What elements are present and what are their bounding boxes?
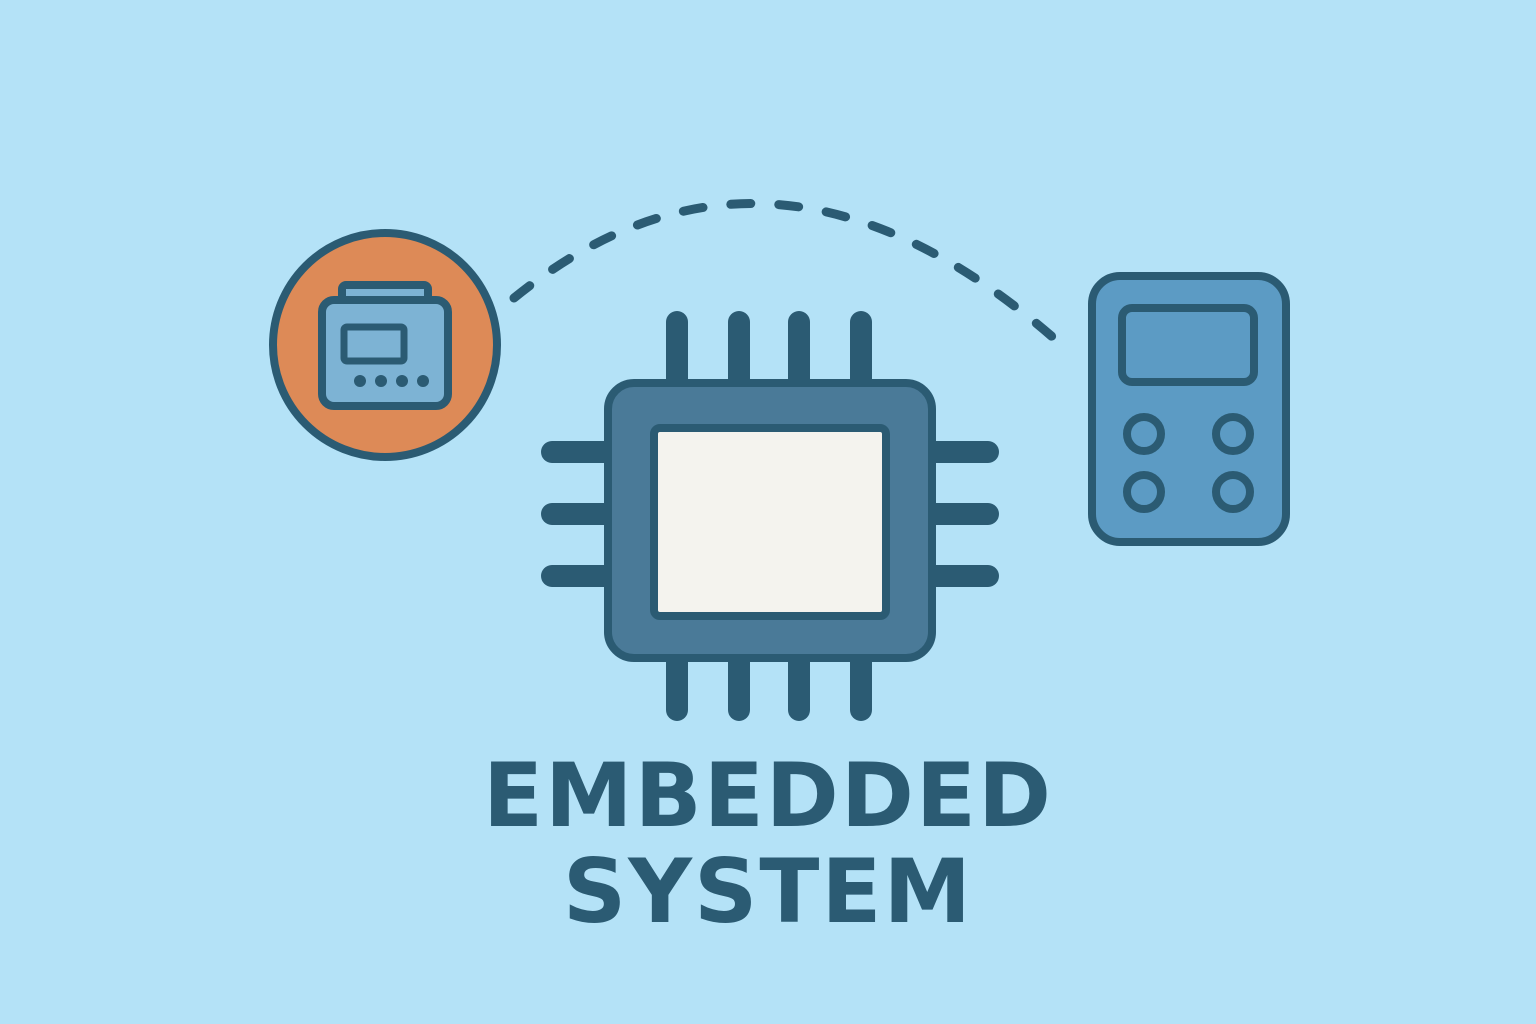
device-led-1 xyxy=(354,375,366,387)
device-screen xyxy=(340,323,408,365)
title-line-1: EMBEDDED xyxy=(482,744,1054,847)
keypad-button-2 xyxy=(1212,413,1254,455)
title-line-2: SYSTEM xyxy=(562,840,974,943)
device-led-3 xyxy=(396,375,408,387)
microchip-icon xyxy=(541,311,999,721)
keypad-device-screen xyxy=(1118,304,1258,386)
device-led-2 xyxy=(375,375,387,387)
embedded-device-icon xyxy=(269,229,501,461)
dashed-connection-arc xyxy=(509,199,1061,345)
keypad-button-1 xyxy=(1123,413,1165,455)
keypad-button-3 xyxy=(1123,471,1165,513)
chip-die xyxy=(650,424,890,620)
keypad-device-icon xyxy=(1088,272,1290,546)
device-led-4 xyxy=(417,375,429,387)
keypad-button-4 xyxy=(1212,471,1254,513)
